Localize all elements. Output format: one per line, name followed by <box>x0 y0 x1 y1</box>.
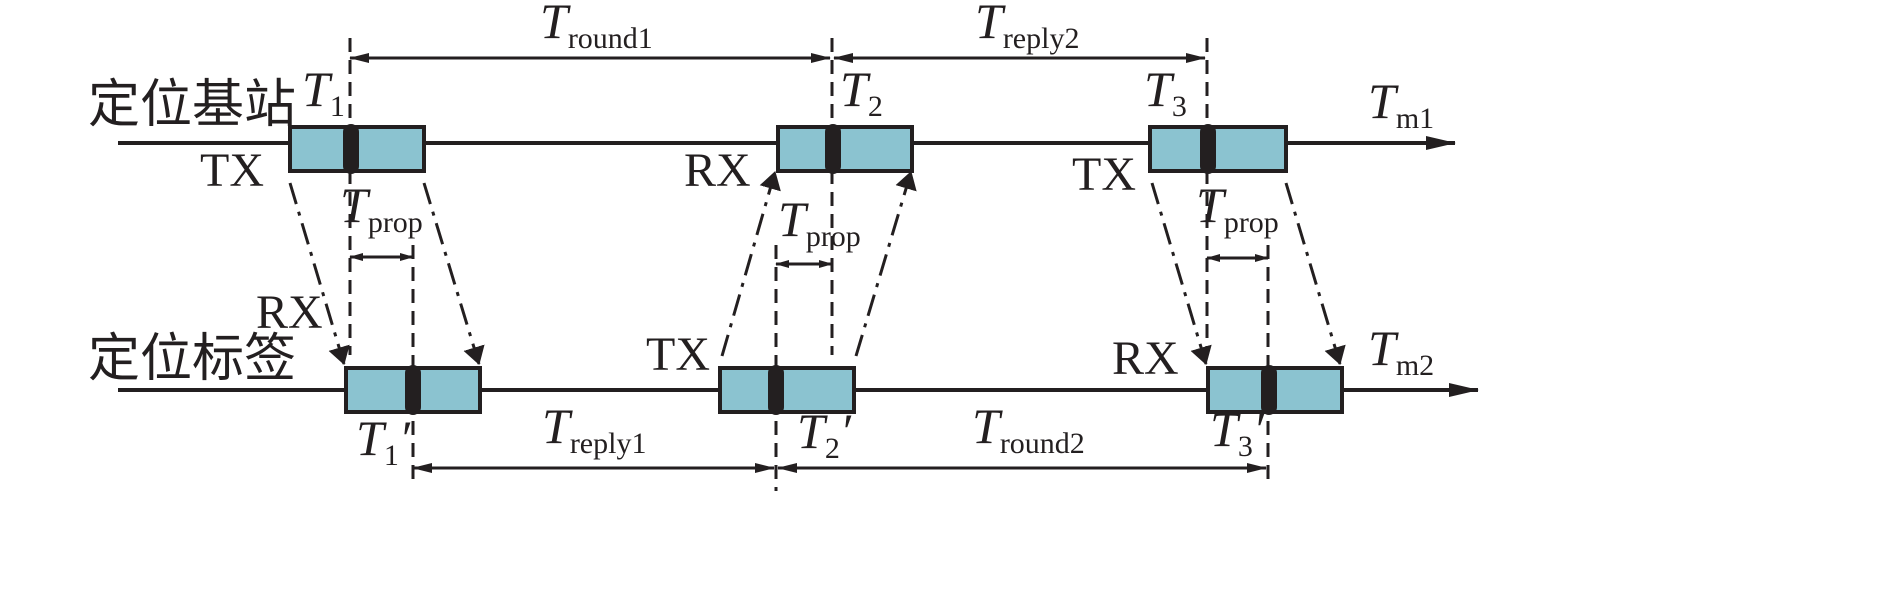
label-t-prop-3: Tprop <box>1196 177 1279 239</box>
signal-path-2-right <box>854 171 917 357</box>
signal-path-2-left <box>720 171 781 357</box>
label-t-round2: Tround2 <box>972 398 1085 460</box>
label-t-m1: Tm1 <box>1368 73 1434 135</box>
tag-rx-label-2: RX <box>1112 332 1179 385</box>
signal-path-3-right <box>1284 182 1346 365</box>
tag-row-label: 定位标签 <box>88 329 296 389</box>
tag-packet-tx <box>718 365 856 415</box>
anchor-row-label: 定位基站 <box>88 75 296 135</box>
anchor-tx-label-2: TX <box>1072 148 1136 201</box>
label-t1: T1 <box>302 61 345 123</box>
anchor-packet-tx1 <box>288 124 426 174</box>
anchor-tx-label-1: TX <box>200 144 264 197</box>
anchor-packet-tx2 <box>1148 124 1288 174</box>
label-t2-prime: T2′ <box>797 403 852 465</box>
label-t-reply2: Treply2 <box>975 0 1079 55</box>
tag-packet-rx2 <box>1206 365 1344 415</box>
anchor-rx-label: RX <box>684 144 751 197</box>
label-t-prop-2: Tprop <box>778 191 861 253</box>
signal-path-3-left <box>1150 182 1212 365</box>
signal-path-1-right <box>422 182 485 365</box>
tag-tx-label: TX <box>646 328 710 381</box>
label-t2: T2 <box>840 61 883 123</box>
label-t-m2: Tm2 <box>1368 320 1434 382</box>
anchor-packet-rx <box>776 124 914 174</box>
label-t-round1: Tround1 <box>540 0 653 55</box>
signal-path-1-left <box>288 182 350 365</box>
label-t3: T3 <box>1144 61 1187 123</box>
label-t1-prime: T1′ <box>356 410 411 472</box>
tag-packet-rx1 <box>344 365 482 415</box>
tag-rx-label-1: RX <box>256 286 323 339</box>
label-t-prop-1: Tprop <box>340 177 423 239</box>
label-t3-prime: T3′ <box>1210 401 1265 463</box>
label-t-reply1: Treply1 <box>542 398 646 460</box>
